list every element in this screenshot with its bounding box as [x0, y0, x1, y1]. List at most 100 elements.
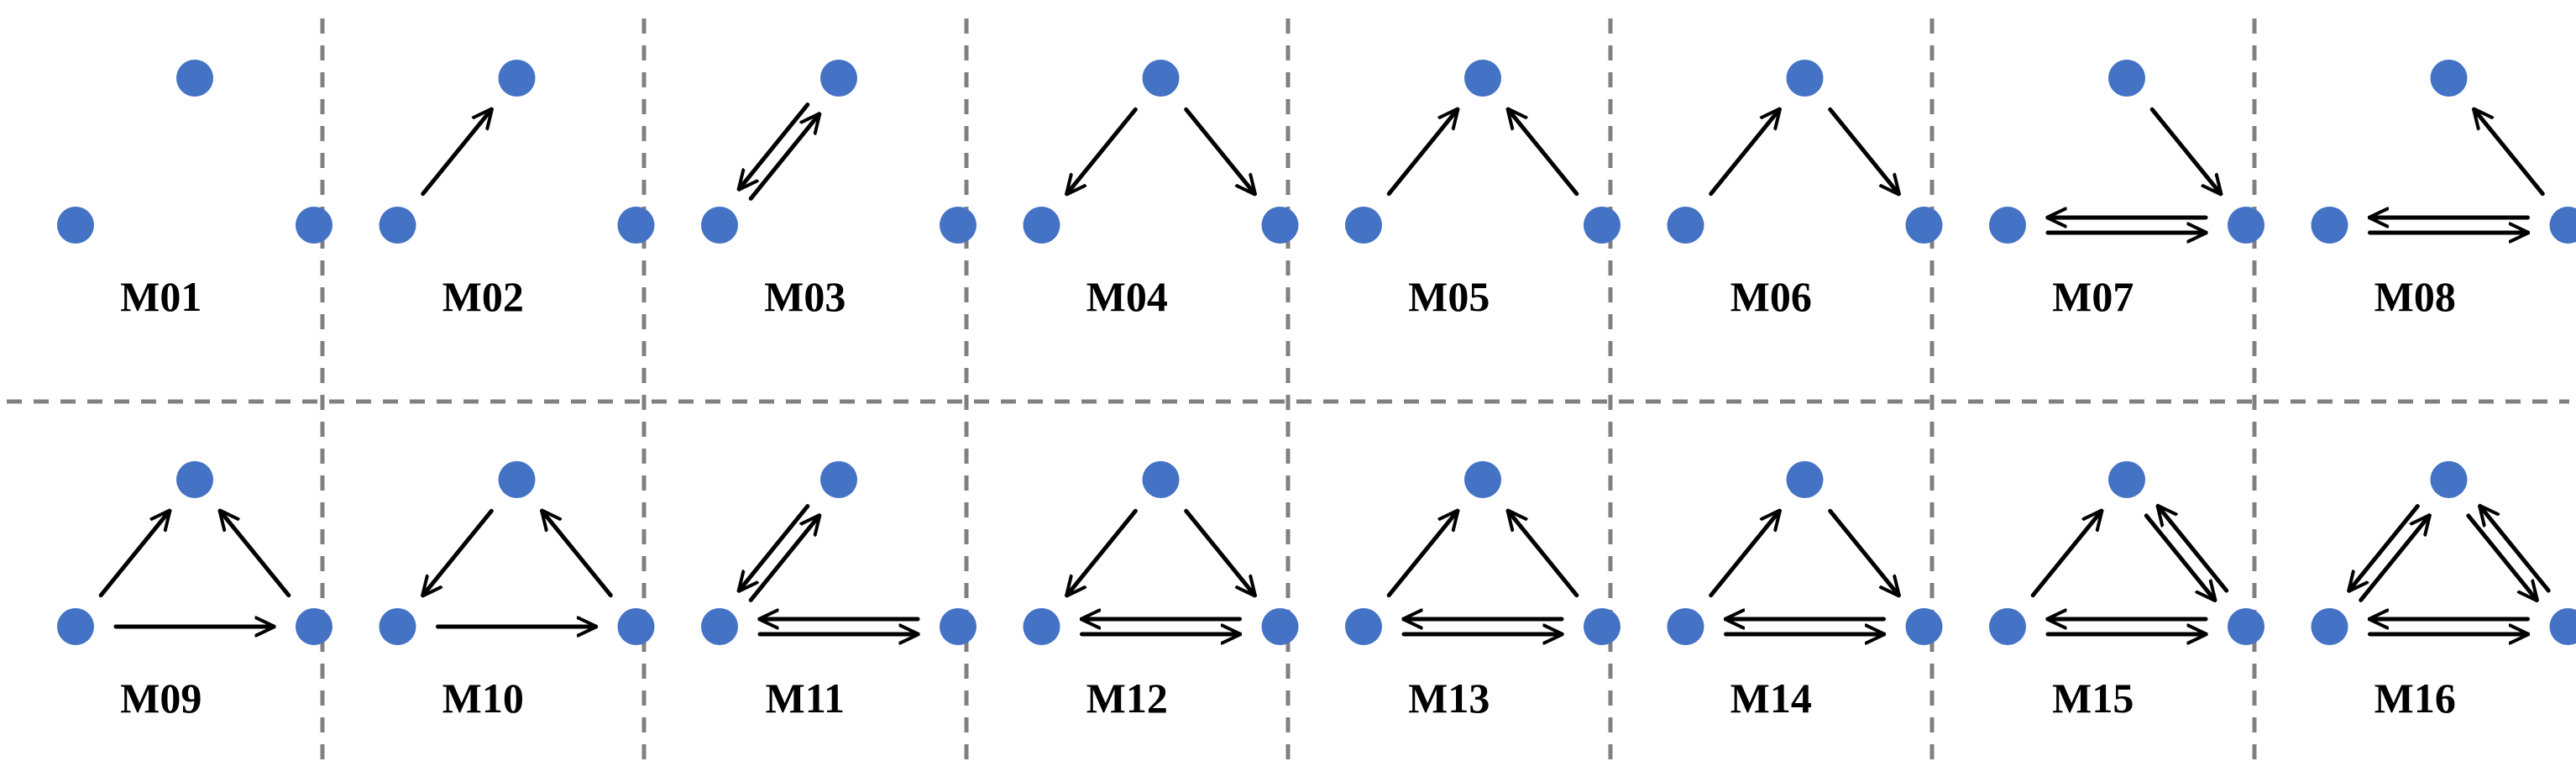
motif-m11: M11	[701, 461, 976, 722]
node-top	[1464, 60, 1501, 97]
grid-dividers	[7, 18, 2569, 760]
motif-m01: M01	[57, 60, 332, 320]
edge-top-to-left	[423, 508, 494, 595]
edge-top-to-right	[1828, 508, 1899, 595]
node-left	[1989, 207, 2026, 244]
node-left	[2311, 207, 2348, 244]
edge-right-to-top	[220, 511, 291, 598]
edge-right-to-top	[2158, 507, 2229, 593]
motif-label: M16	[2374, 675, 2456, 722]
edge-top-to-right	[2466, 513, 2537, 601]
node-top	[498, 60, 536, 97]
node-right	[1261, 608, 1299, 645]
node-right	[2228, 608, 2264, 645]
motif-label: M10	[442, 675, 524, 722]
motif-label: M14	[1730, 675, 1812, 722]
edge-left-to-top	[98, 511, 170, 598]
edge-left-to-top	[1709, 109, 1780, 197]
node-right	[1261, 207, 1299, 244]
node-top	[176, 60, 213, 97]
motif-m16: M16	[2311, 461, 2576, 722]
node-right	[1905, 207, 1943, 244]
node-top	[2108, 461, 2145, 498]
edge-left-to-top	[1386, 511, 1458, 598]
node-right	[1905, 608, 1943, 645]
edge-top-to-left	[1067, 107, 1138, 193]
edge-left-to-top	[1709, 511, 1780, 598]
edge-left-to-top	[748, 516, 819, 602]
node-top	[1786, 60, 1824, 97]
motif-m04: M04	[1023, 60, 1299, 320]
node-left	[1667, 608, 1704, 645]
edge-top-to-left	[2349, 504, 2420, 591]
motif-label: M04	[1086, 273, 1168, 320]
motif-label: M09	[120, 675, 202, 722]
motif-label: M08	[2374, 273, 2456, 320]
node-left	[1667, 207, 1704, 244]
node-right	[2549, 207, 2576, 244]
motif-label: M11	[766, 675, 845, 722]
node-top	[1786, 461, 1824, 498]
edge-right-to-top	[2480, 507, 2551, 593]
edge-top-to-right	[1828, 107, 1899, 193]
edge-left-to-top	[2030, 511, 2102, 598]
node-right	[2228, 207, 2264, 244]
edge-right-to-top	[1508, 511, 1579, 598]
edge-left-to-top	[2359, 516, 2430, 602]
edge-top-to-right	[2144, 513, 2215, 601]
edge-right-to-top	[542, 511, 613, 598]
edge-top-to-left	[1067, 508, 1138, 595]
motif-m07: M07	[1989, 60, 2264, 320]
edge-right-to-top	[1508, 109, 1579, 197]
motif-m15: M15	[1989, 461, 2264, 722]
node-top	[498, 461, 536, 498]
node-left	[57, 207, 94, 244]
edge-left-to-top	[421, 109, 492, 197]
motif-m03: M03	[701, 60, 976, 320]
node-left	[379, 207, 416, 244]
motif-m09: M09	[57, 461, 332, 722]
node-top	[1142, 461, 1180, 498]
node-left	[1023, 207, 1060, 244]
node-top	[176, 461, 213, 498]
motif-m10: M10	[379, 461, 655, 722]
motif-m13: M13	[1345, 461, 1620, 722]
motif-label: M07	[2052, 273, 2134, 320]
node-left	[701, 608, 738, 645]
node-right	[1584, 608, 1620, 645]
motif-label: M13	[1408, 675, 1490, 722]
node-top	[1464, 461, 1501, 498]
edge-top-to-right	[2149, 107, 2221, 193]
edge-left-to-top	[748, 114, 819, 201]
edge-right-to-top	[2474, 109, 2545, 197]
node-right	[2549, 608, 2576, 645]
node-right	[617, 207, 655, 244]
node-top	[820, 60, 857, 97]
edge-left-to-top	[1386, 109, 1458, 197]
node-top	[2108, 60, 2145, 97]
node-left	[2311, 608, 2348, 645]
node-left	[1345, 608, 1382, 645]
node-right	[296, 608, 332, 645]
motif-label: M02	[442, 273, 524, 320]
node-left	[1345, 207, 1382, 244]
node-left	[1023, 608, 1060, 645]
motif-label: M03	[764, 273, 846, 320]
motif-label: M12	[1086, 675, 1168, 722]
edge-top-to-left	[739, 102, 810, 190]
motif-m08: M08	[2311, 60, 2576, 320]
motif-m02: M02	[379, 60, 655, 320]
edge-top-to-left	[739, 504, 810, 591]
node-right	[940, 608, 976, 645]
node-right	[617, 608, 655, 645]
edge-top-to-right	[1184, 107, 1255, 193]
motif-label: M01	[120, 273, 202, 320]
motif-m14: M14	[1667, 461, 1943, 722]
node-left	[379, 608, 416, 645]
node-left	[1989, 608, 2026, 645]
node-top	[1142, 60, 1180, 97]
motif-m12: M12	[1023, 461, 1299, 722]
node-right	[1584, 207, 1620, 244]
motif-label: M15	[2052, 675, 2134, 722]
